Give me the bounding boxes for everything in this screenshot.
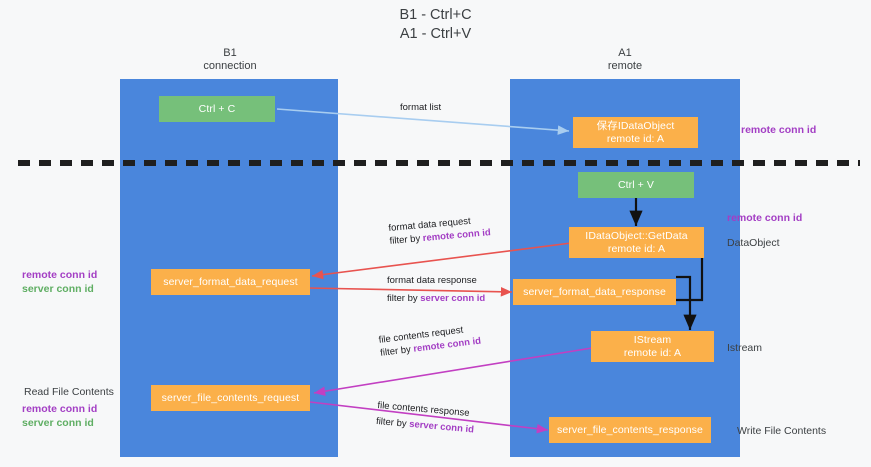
annotation-dataobject: DataObject xyxy=(727,237,780,249)
node-ctrl-v[interactable]: Ctrl + V xyxy=(578,172,694,198)
node-server-format-data-response[interactable]: server_format_data_response xyxy=(513,279,676,305)
annotation-write-file-contents: Write File Contents xyxy=(737,425,827,437)
annotation-conn-ids-format: remote conn id server conn id xyxy=(22,269,98,295)
node-ctrl-c[interactable]: Ctrl + C xyxy=(159,96,275,122)
annotation-istream: Istream xyxy=(727,342,763,354)
page-title: B1 - Ctrl+C A1 - Ctrl+V xyxy=(399,7,472,42)
lane-header-a1: A1 remote xyxy=(607,47,643,72)
edge-label-format-data-response-filter: filter by server conn id xyxy=(387,293,486,304)
annotation-remote-conn-id-mid: remote conn id xyxy=(727,212,803,224)
annotation-conn-ids-file: remote conn id server conn id xyxy=(22,403,98,429)
annotation-read-file-contents: Read File Contents xyxy=(24,386,114,398)
lane-header-b1: B1 connection xyxy=(203,47,257,72)
node-server-file-contents-response[interactable]: server_file_contents_response xyxy=(549,417,711,443)
node-server-format-data-request[interactable]: server_format_data_request xyxy=(151,269,310,295)
edge-label-format-data-response: format data response xyxy=(387,275,477,286)
annotation-remote-conn-id-top: remote conn id xyxy=(741,124,817,136)
node-save-idataobject[interactable]: 保存IDataObject remote id: A xyxy=(573,117,698,148)
node-istream[interactable]: IStream remote id: A xyxy=(591,331,714,362)
edge-label-format-list: format list xyxy=(400,102,442,113)
node-server-file-contents-request[interactable]: server_file_contents_request xyxy=(151,385,310,411)
node-idataobject-getdata[interactable]: IDataObject::GetData remote id: A xyxy=(569,227,704,258)
